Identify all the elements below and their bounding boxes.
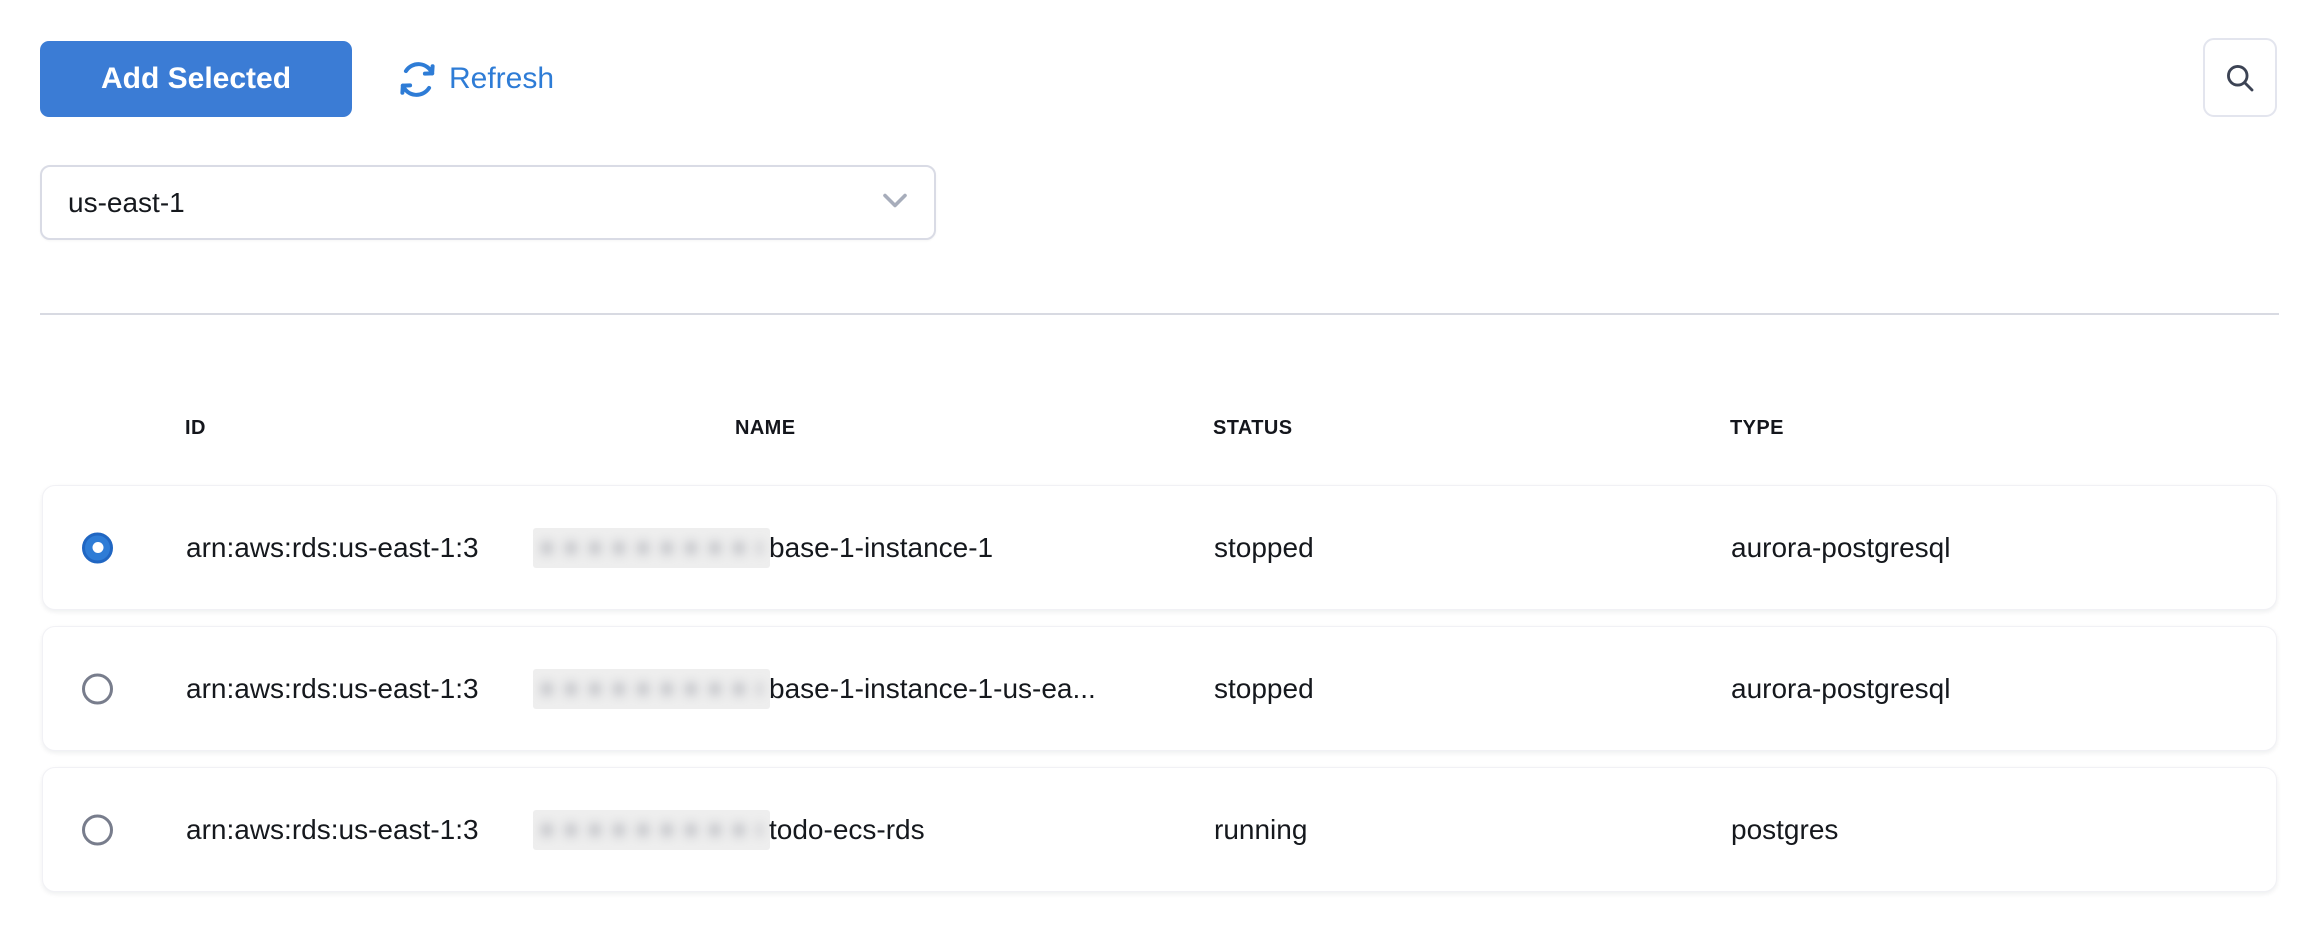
region-select-value: us-east-1 [68, 186, 185, 218]
chevron-down-icon [882, 192, 908, 213]
table-row[interactable]: arn:aws:rds:us-east-1:3 base-1-instance-… [42, 626, 2277, 751]
instance-status: running [1214, 813, 1308, 845]
refresh-label: Refresh [449, 62, 555, 95]
radio-button[interactable] [82, 814, 113, 845]
instance-status: stopped [1214, 672, 1314, 704]
region-select[interactable]: us-east-1 [40, 165, 936, 240]
section-divider [40, 313, 2279, 315]
search-icon [2222, 60, 2258, 96]
search-button[interactable] [2203, 38, 2277, 117]
instance-id: arn:aws:rds:us-east-1:3 [186, 813, 479, 845]
instance-name: base-1-instance-1 [769, 531, 994, 563]
table-row[interactable]: arn:aws:rds:us-east-1:3 base-1-instance-… [42, 485, 2277, 610]
refresh-button[interactable]: Refresh [399, 41, 554, 117]
radio-button[interactable] [82, 532, 113, 563]
instance-name: todo-ecs-rds [769, 813, 925, 845]
refresh-icon [399, 61, 436, 98]
redacted-account-id [533, 527, 770, 568]
instance-type: postgres [1731, 813, 1839, 845]
instance-type: aurora-postgresql [1731, 672, 1951, 704]
instance-name: base-1-instance-1-us-ea... [769, 672, 1096, 704]
redacted-account-id [533, 668, 770, 709]
add-selected-button[interactable]: Add Selected [40, 41, 352, 117]
column-header-type: TYPE [1730, 417, 1784, 439]
redacted-account-id [533, 809, 770, 850]
instance-id: arn:aws:rds:us-east-1:3 [186, 531, 479, 563]
table-row[interactable]: arn:aws:rds:us-east-1:3 todo-ecs-rds run… [42, 767, 2277, 892]
instance-type: aurora-postgresql [1731, 531, 1951, 563]
radio-button[interactable] [82, 673, 113, 704]
column-header-name: NAME [735, 417, 796, 439]
column-header-status: STATUS [1213, 417, 1293, 439]
instance-id: arn:aws:rds:us-east-1:3 [186, 672, 479, 704]
instance-status: stopped [1214, 531, 1314, 563]
column-header-id: ID [185, 417, 206, 439]
